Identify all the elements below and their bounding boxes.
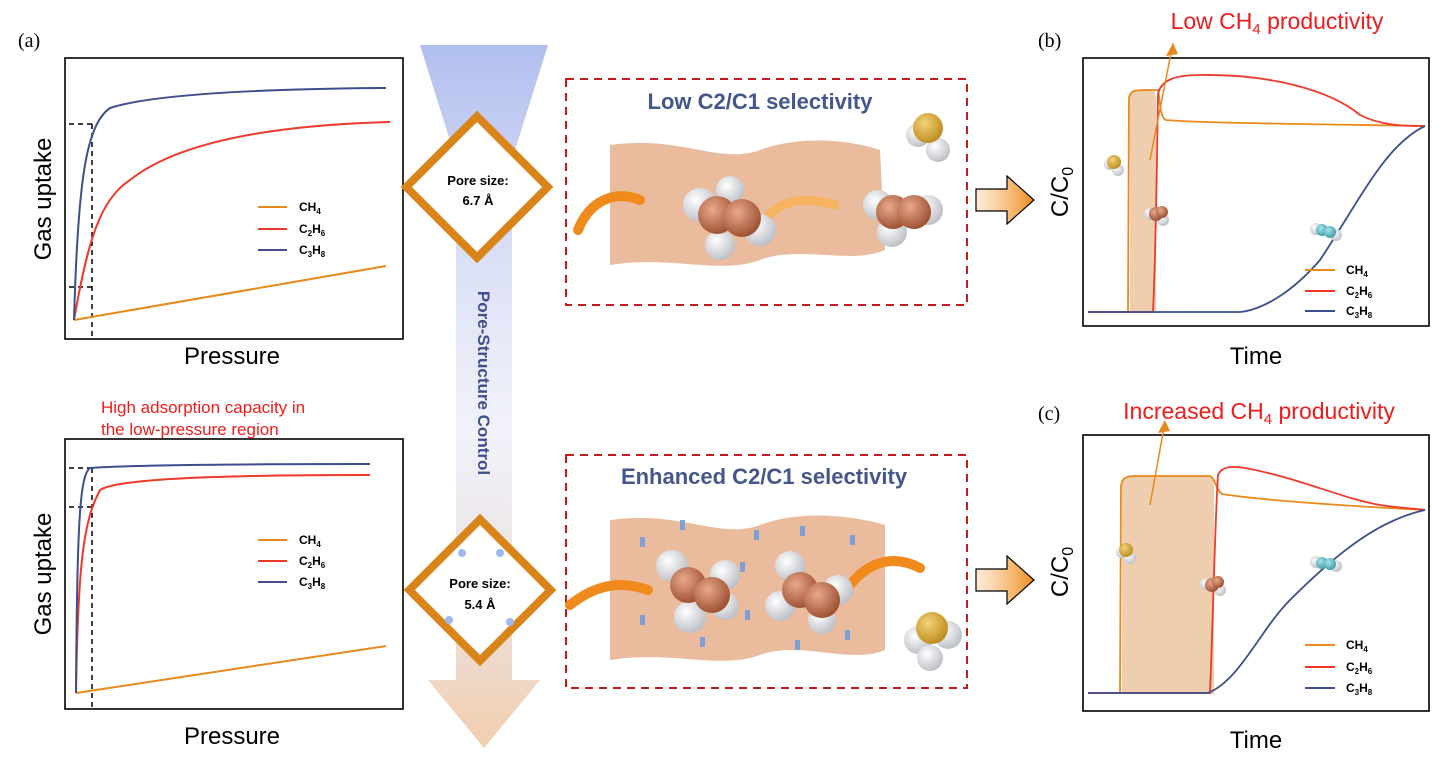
selectivity-title: Low C2/C1 selectivity xyxy=(648,89,874,114)
callout-arrowhead xyxy=(1158,420,1170,433)
pore-control-arrow xyxy=(420,45,548,748)
note-line-1: High adsorption capacity in xyxy=(101,398,305,417)
propane-icon xyxy=(1310,556,1342,572)
legend-c3h8: C3H8 xyxy=(299,243,326,259)
c2h6-curve xyxy=(73,121,391,321)
panel-label-c: (c) xyxy=(1038,403,1060,425)
c3h8-curve xyxy=(73,87,387,321)
callout-line xyxy=(1149,421,1166,506)
legend-c2h6: C2H6 xyxy=(1346,660,1373,676)
plot-frame xyxy=(64,438,404,710)
selectivity-title: Enhanced C2/C1 selectivity xyxy=(621,464,908,489)
pore-size-diamond-top: Pore size: 6.7 Å xyxy=(400,110,554,264)
panel-label-b: (b) xyxy=(1038,30,1061,52)
dashed-box xyxy=(565,78,968,306)
productivity-window xyxy=(1130,90,1156,312)
isotherm-plot-top: CH4 C2H6 C3H8 Gas uptake Pressure xyxy=(30,57,404,370)
y-axis-label: Gas uptake xyxy=(30,138,57,261)
methane-molecule xyxy=(904,612,962,671)
pore-size-label: Pore size: xyxy=(447,173,508,188)
y-axis-label: Gas uptake xyxy=(30,513,57,636)
plot-frame xyxy=(1082,434,1430,712)
diamond-frame xyxy=(400,110,554,264)
x-axis-label: Time xyxy=(1230,727,1282,754)
c3h8-curve xyxy=(1088,509,1426,694)
pore-illustration-top: Low C2/C1 selectivity xyxy=(565,78,968,306)
productivity-title: Increased CH4 productivity xyxy=(1123,398,1395,428)
callout-arrowhead xyxy=(1166,43,1178,56)
note-line-2: the low-pressure region xyxy=(101,420,279,439)
productivity-window xyxy=(1122,476,1214,694)
panel-label-a: (a) xyxy=(18,30,40,52)
pore-size-label: Pore size: xyxy=(449,576,510,591)
legend-ch4: CH4 xyxy=(1346,263,1368,279)
c3h8-curve xyxy=(75,463,371,694)
legend-c2h6: C2H6 xyxy=(1346,284,1373,300)
callout-line xyxy=(1149,42,1174,161)
pore-illustration-bottom: Enhanced C2/C1 selectivity xyxy=(565,454,968,689)
propane-icon xyxy=(1310,223,1342,241)
legend-ch4: CH4 xyxy=(299,200,321,216)
c2h6-curve xyxy=(75,474,371,694)
legend: CH4 C2H6 C3H8 xyxy=(1305,638,1373,697)
flow-arrow xyxy=(573,191,645,235)
diamond-frame xyxy=(403,513,557,667)
flow-arrow xyxy=(565,580,653,610)
legend-c3h8: C3H8 xyxy=(1346,681,1373,697)
ethane-icon xyxy=(1200,576,1226,596)
ch4-curve xyxy=(73,265,387,321)
legend-c3h8: C3H8 xyxy=(1346,304,1373,320)
dashed-box xyxy=(565,454,968,689)
methane-icon xyxy=(1116,543,1136,564)
legend: CH4 C2H6 C3H8 xyxy=(1305,263,1373,320)
productivity-title: Low CH4 productivity xyxy=(1171,8,1384,38)
legend: CH4 C2H6 C3H8 xyxy=(258,533,326,591)
methane-molecule xyxy=(906,113,950,162)
reference-dashes xyxy=(65,123,93,338)
ethane-molecule xyxy=(656,550,740,633)
pore-control-label: Pore-Structure Control xyxy=(474,291,493,475)
legend-c2h6: C2H6 xyxy=(299,222,326,238)
pore-size-value: 5.4 Å xyxy=(464,597,496,612)
pore-size-value: 6.7 Å xyxy=(462,193,494,208)
plot-frame xyxy=(1082,57,1430,327)
functional-groups xyxy=(445,549,514,626)
pore-size-diamond-bottom: Pore size: 5.4 Å xyxy=(403,513,557,667)
flow-arrow xyxy=(845,556,925,590)
functional-groups xyxy=(640,520,855,650)
legend-c2h6: C2H6 xyxy=(299,554,326,570)
breakthrough-plot-b: CH4 C2H6 C3H8 C/C0 Time Low CH4 producti… xyxy=(1047,8,1430,370)
x-axis-label: Time xyxy=(1230,343,1282,370)
ch4-curve xyxy=(75,645,387,694)
ethane-icon xyxy=(1144,206,1169,226)
ethane-molecule xyxy=(863,190,943,247)
isotherm-plot-bottom: CH4 C2H6 C3H8 Gas uptake Pressure xyxy=(30,438,404,750)
legend-c3h8: C3H8 xyxy=(299,575,326,591)
plot-frame xyxy=(64,57,404,340)
ethane-molecule xyxy=(765,551,853,634)
arrow-right-icon xyxy=(975,174,1035,226)
y-axis-label: C/C0 xyxy=(1047,547,1077,597)
legend-ch4: CH4 xyxy=(1346,638,1368,654)
methane-icon xyxy=(1104,155,1124,176)
x-axis-label: Pressure xyxy=(184,723,280,750)
ch4-curve xyxy=(1088,475,1426,694)
legend-ch4: CH4 xyxy=(299,533,321,549)
arrow-right-icon xyxy=(975,554,1035,606)
x-axis-label: Pressure xyxy=(184,343,280,370)
c3h8-curve xyxy=(1088,125,1426,313)
reference-dashes xyxy=(65,467,93,709)
legend: CH4 C2H6 C3H8 xyxy=(258,200,326,259)
c2h6-curve xyxy=(1088,74,1426,313)
y-axis-label: C/C0 xyxy=(1047,167,1077,217)
ch4-curve xyxy=(1088,89,1426,313)
ethane-molecule xyxy=(683,176,776,260)
breakthrough-plot-c: CH4 C2H6 C3H8 C/C0 Time Increased CH4 pr… xyxy=(1047,398,1430,754)
